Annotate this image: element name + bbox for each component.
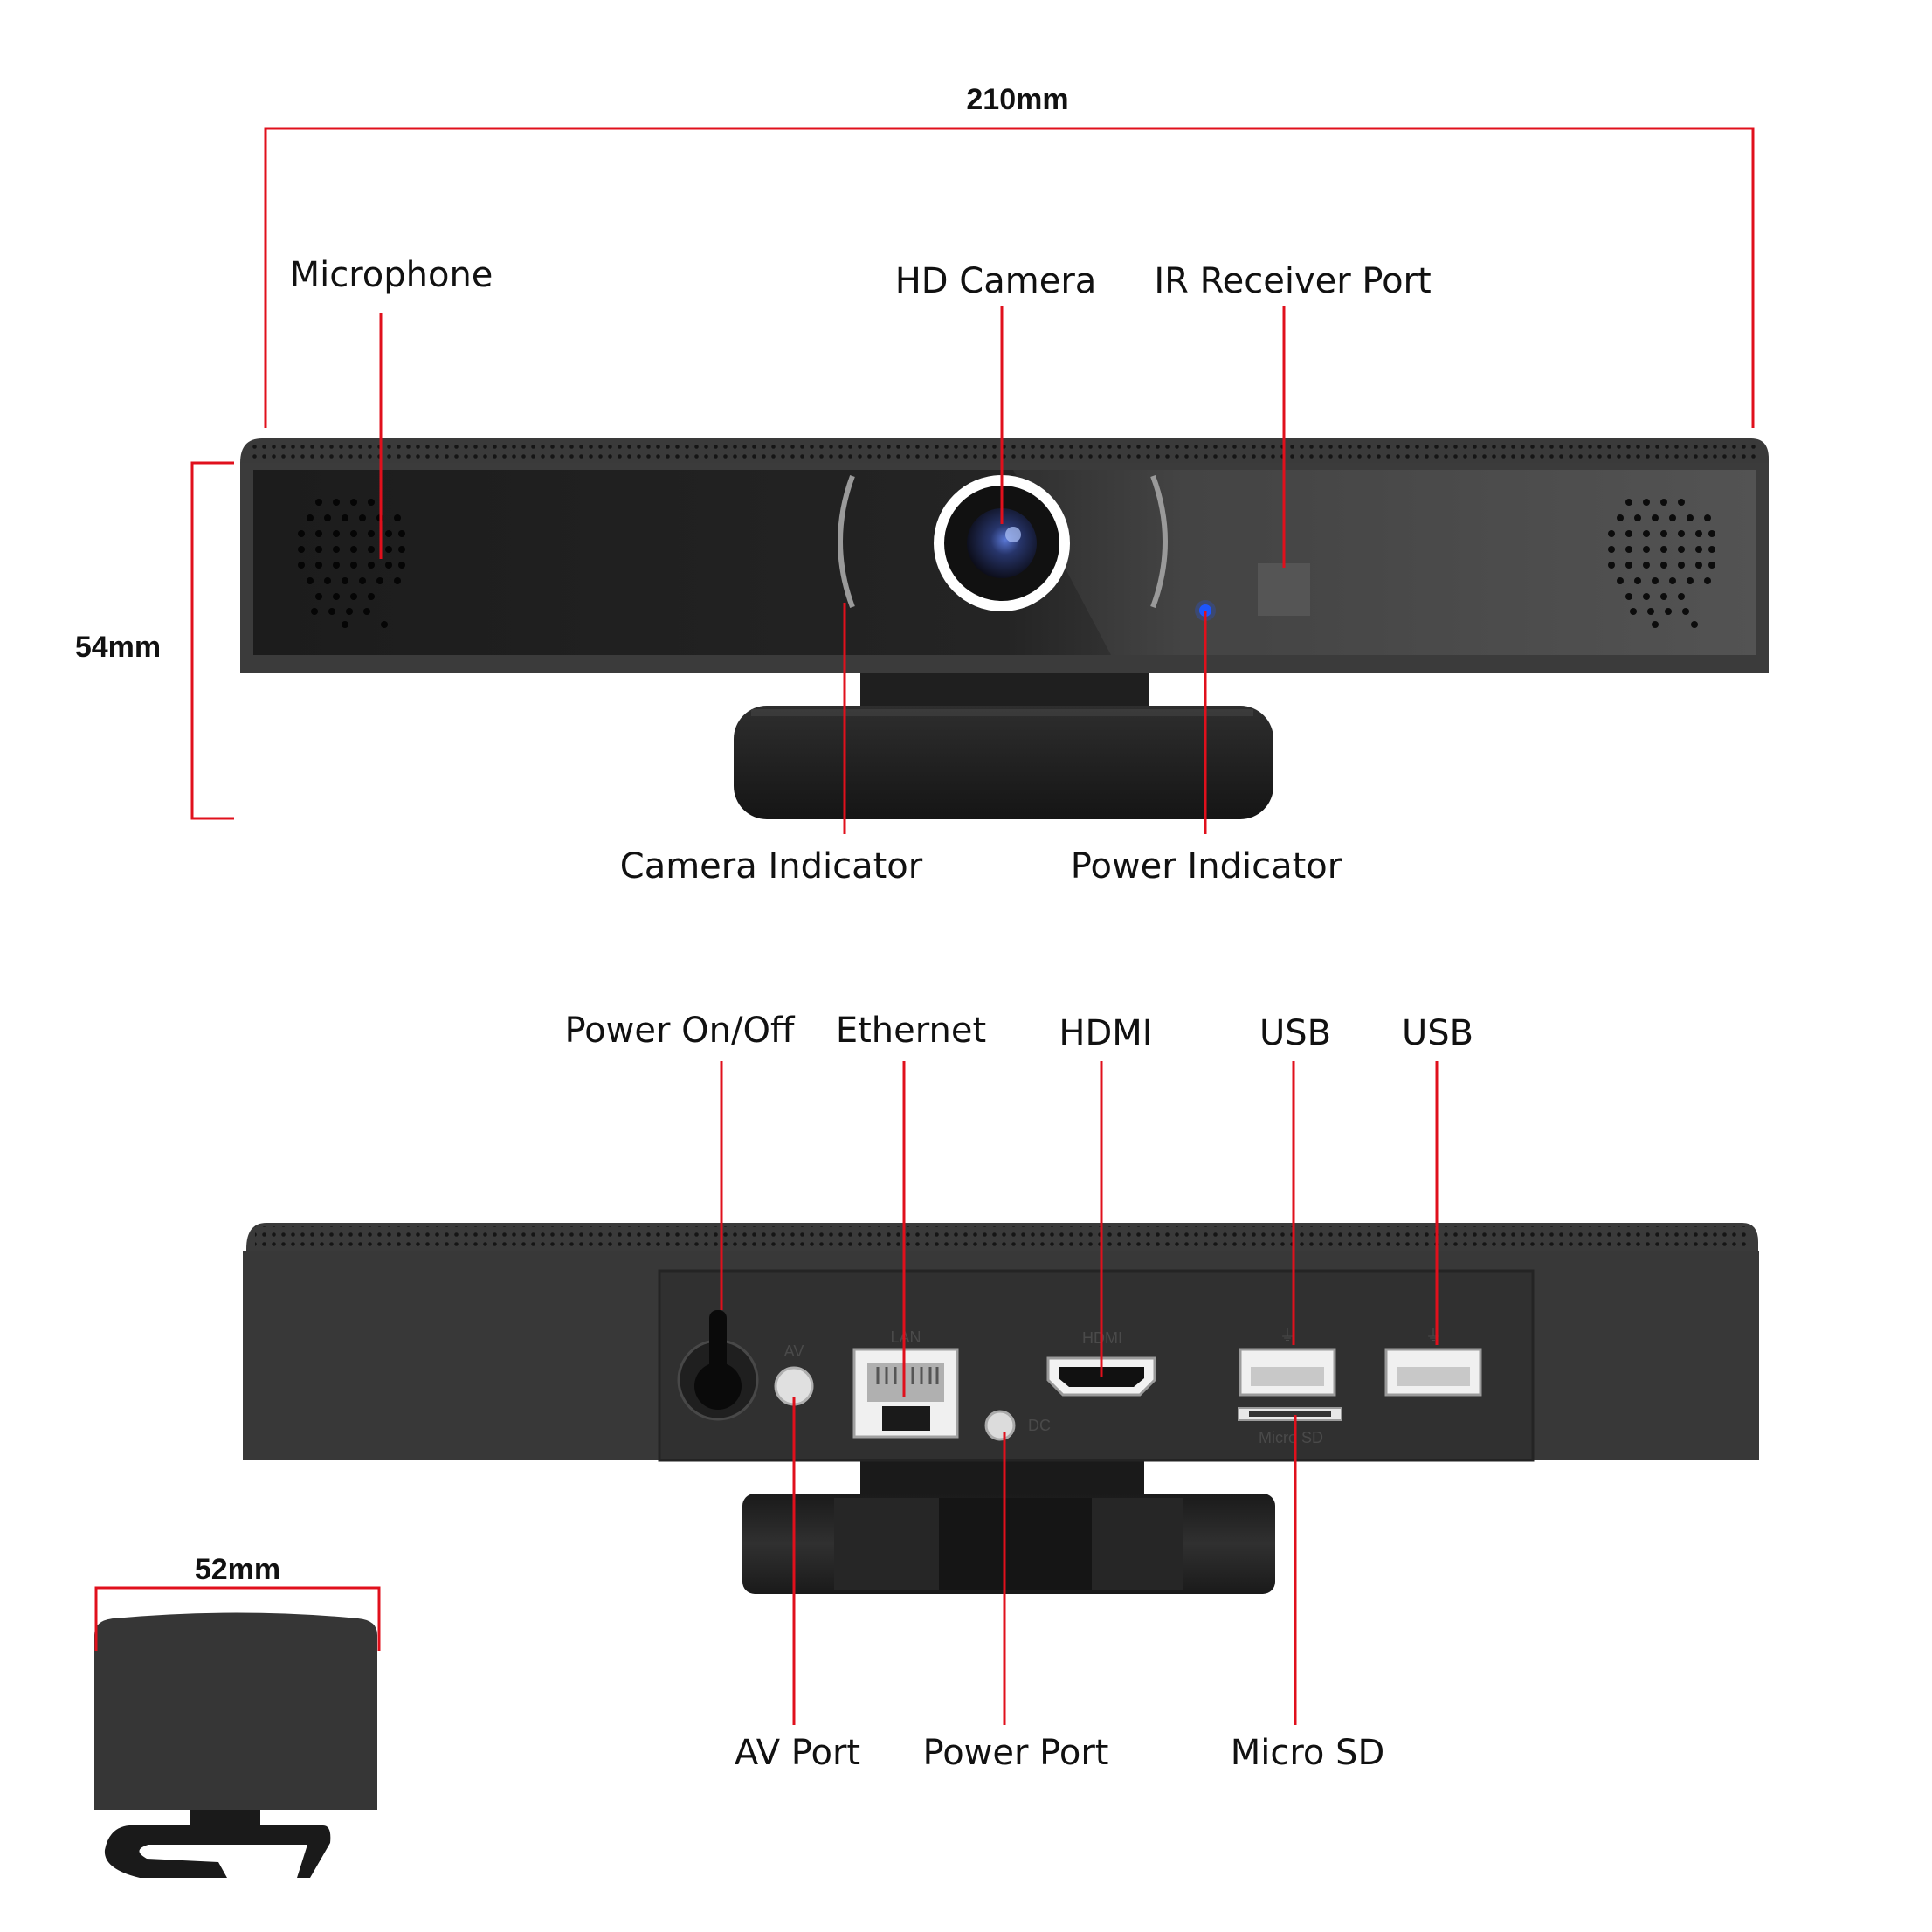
front-stand-clip bbox=[734, 706, 1273, 819]
left-microphone-holes bbox=[298, 499, 405, 628]
av-marking: AV bbox=[784, 1342, 804, 1360]
height-label: 54mm bbox=[75, 631, 161, 664]
ir-receiver-window bbox=[1258, 563, 1310, 616]
usb-1-label: USB bbox=[1259, 1013, 1331, 1053]
camera-indicator-right-arc bbox=[1150, 474, 1168, 609]
camera-indicator-left-arc bbox=[838, 474, 855, 609]
side-body bbox=[94, 1612, 377, 1810]
width-dimension-line bbox=[264, 127, 1755, 428]
hdmi-label: HDMI bbox=[1059, 1013, 1152, 1053]
power-port-label: Power Port bbox=[923, 1733, 1109, 1773]
leader-lines bbox=[379, 306, 1439, 1725]
right-microphone-holes bbox=[1608, 499, 1715, 628]
front-view bbox=[240, 438, 1769, 819]
av-port-label: AV Port bbox=[735, 1733, 860, 1773]
back-view: AV LAN DC HDMI ⏚ Micro SD ⏚ bbox=[243, 1223, 1759, 1594]
micro-sd-label: Micro SD bbox=[1231, 1733, 1385, 1773]
width-label: 210mm bbox=[966, 83, 1068, 116]
dc-marking: DC bbox=[1028, 1417, 1051, 1434]
ir-receiver-label: IR Receiver Port bbox=[1154, 261, 1431, 301]
side-clip bbox=[104, 1825, 331, 1878]
height-dimension-line bbox=[190, 461, 234, 820]
dc-port-icon bbox=[984, 1410, 1016, 1441]
depth-label: 52mm bbox=[195, 1553, 280, 1586]
power-switch-knob-icon bbox=[694, 1363, 742, 1410]
lan-marking: LAN bbox=[890, 1328, 921, 1346]
power-onoff-label: Power On/Off bbox=[564, 1011, 795, 1051]
power-indicator-led bbox=[1199, 604, 1211, 617]
camera-indicator-label: Camera Indicator bbox=[620, 846, 923, 887]
svg-text:⏚: ⏚ bbox=[1425, 1327, 1441, 1344]
depth-dimension-line bbox=[94, 1586, 381, 1651]
hd-camera-label: HD Camera bbox=[895, 261, 1097, 301]
microphone-label: Microphone bbox=[290, 255, 493, 295]
power-indicator-label: Power Indicator bbox=[1071, 846, 1342, 887]
side-view bbox=[94, 1612, 377, 1878]
camera-lens-icon bbox=[967, 508, 1037, 578]
dimension-lines bbox=[94, 127, 1755, 1651]
micro-sd-marking: Micro SD bbox=[1259, 1429, 1323, 1446]
usb-2-label: USB bbox=[1402, 1013, 1473, 1053]
ethernet-label: Ethernet bbox=[836, 1011, 986, 1051]
svg-text:⏚: ⏚ bbox=[1280, 1327, 1295, 1344]
